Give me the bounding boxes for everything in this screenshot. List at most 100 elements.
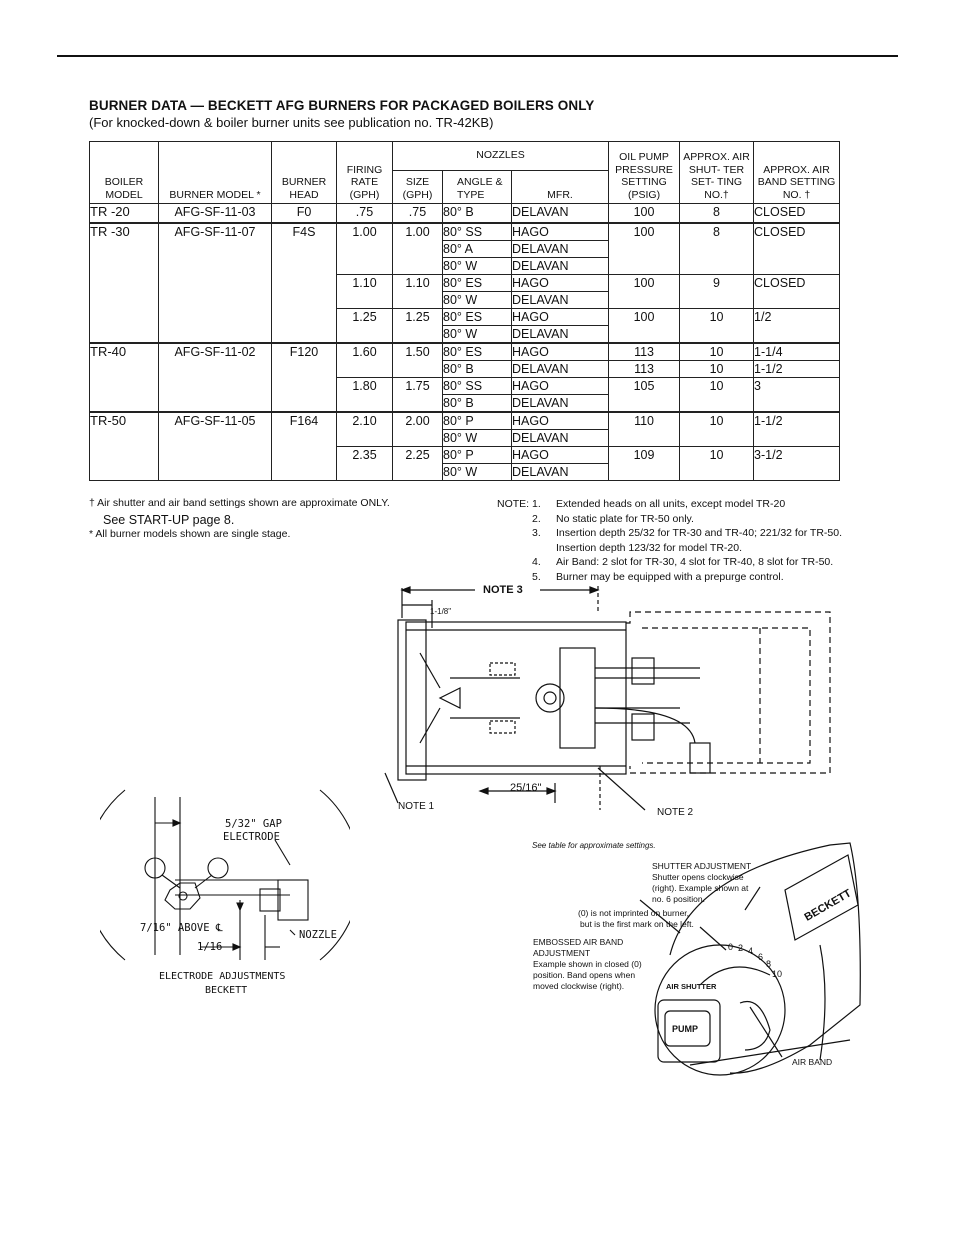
burner-data-table: BOILER MODEL BURNER MODEL * BURNER HEAD …: [89, 141, 841, 481]
zero-note-line-1: (0) is not imprinted on burner,: [578, 908, 689, 918]
nozzle-angle: 80° W: [442, 463, 512, 481]
see-table-note: See table for approximate settings.: [532, 841, 656, 850]
nozzle-mfr: HAGO: [510, 342, 610, 361]
air-shutter-setting: 8: [679, 203, 755, 224]
header-row-2: SIZE (GPH) ANGLE & TYPE MFR.: [90, 170, 840, 204]
scale-2: 2: [738, 943, 743, 953]
air-band-setting: CLOSED: [753, 203, 841, 224]
nozzle-angle: 80° P: [442, 446, 512, 464]
pump-pressure: 110: [608, 411, 681, 447]
note-number: 4.: [532, 556, 541, 568]
pump-pressure: 113: [608, 342, 681, 361]
air-band-setting: 1-1/2: [753, 360, 841, 378]
burner-head-diagram: NOTE 3 1-1/8" 25/16" NOTE 1 NOTE 2: [384, 584, 831, 818]
table-row: 80° B DELAVAN: [90, 394, 840, 413]
nozzle-mfr: HAGO: [510, 222, 610, 241]
zero-note-line-2: but is the first mark on the left.: [580, 919, 694, 929]
nozzle-mfr: HAGO: [510, 377, 610, 395]
gap-label: 5/32" GAP: [225, 818, 282, 830]
nozzle-mfr: DELAVAN: [510, 291, 610, 309]
nozzle-angle: 80° P: [442, 411, 512, 430]
notes-block: NOTE:1.Extended heads on all units, exce…: [497, 497, 842, 584]
top-rule: [57, 55, 898, 57]
nozzle-size: 1.25: [392, 308, 443, 344]
pump-pressure: 105: [608, 377, 681, 413]
nozzle-mfr: HAGO: [510, 446, 610, 464]
notes-label: NOTE:: [497, 498, 530, 510]
firing-rate: .75: [336, 203, 393, 224]
firing-rate: 2.10: [336, 411, 393, 447]
air-shutter-setting: 8: [679, 222, 755, 275]
air-shutter-setting: 10: [679, 377, 755, 413]
embossed-line-1: EMBOSSED AIR BAND: [533, 937, 623, 947]
table-row: 2.35 2.25 80° P HAGO 109 10 3-1/2: [90, 446, 841, 481]
table-row: 1.80 1.75 80° SS HAGO 105 10 3: [90, 377, 841, 413]
electrode-adjustment-diagram: 5/32" GAP ELECTRODE 7/16" ABOVE ℄ NOZZLE…: [100, 789, 350, 996]
firing-rate: 1.80: [336, 377, 393, 413]
table-row: 80° B DELAVAN 113 10 1-1/2: [90, 360, 841, 378]
nozzle-size: 1.50: [392, 342, 443, 378]
burner-model: AFG-SF-11-05: [158, 411, 272, 481]
note-3b: Insertion depth 123/32 for model TR-20.: [556, 541, 743, 554]
table-row: 80° W DELAVAN: [90, 429, 840, 447]
nozzle-mfr: DELAVAN: [510, 240, 610, 258]
page-subtitle: (For knocked-down & boiler burner units …: [89, 115, 494, 130]
nozzle-angle: 80° ES: [442, 342, 512, 361]
air-shutter-setting: 9: [679, 274, 755, 309]
nozzle-mfr: HAGO: [510, 411, 610, 430]
footnote-star: * All burner models shown are single sta…: [89, 528, 291, 540]
air-shutter-setting: 10: [679, 342, 755, 361]
pump-pressure: 100: [608, 308, 681, 344]
footnote-startup: See START-UP page 8.: [103, 513, 235, 527]
firing-rate: 1.10: [336, 274, 393, 309]
nozzle-label: NOZZLE: [299, 929, 337, 941]
pump-pressure: 100: [608, 203, 681, 224]
pump-pressure: 109: [608, 446, 681, 481]
boiler-model: TR -30: [89, 222, 159, 344]
burner-head: F0: [271, 203, 337, 224]
col-burner-head: BURNER HEAD: [271, 141, 337, 204]
col-boiler-model: BOILER MODEL: [89, 141, 159, 204]
scale-10: 10: [772, 969, 782, 979]
nozzle-angle: 80° A: [442, 240, 512, 258]
nozzle-mfr: DELAVAN: [510, 257, 610, 275]
table-row: 1.25 1.25 80° ES HAGO 100 10 1/2: [90, 308, 841, 344]
nozzle-angle: 80° B: [442, 360, 512, 378]
note-5: Burner may be equipped with a prepurge c…: [556, 570, 784, 583]
col-nozzles: NOZZLES: [391, 141, 610, 171]
firing-rate: 1.25: [336, 308, 393, 344]
table-row: 80° W DELAVAN: [90, 257, 840, 275]
nozzle-mfr: DELAVAN: [510, 325, 610, 344]
nozzle-mfr: DELAVAN: [510, 463, 610, 481]
firing-rate: 2.35: [336, 446, 393, 481]
nozzle-mfr: HAGO: [510, 308, 610, 326]
nozzle-size: 2.00: [392, 411, 443, 447]
nozzle-size: 2.25: [392, 446, 443, 481]
nozzle-mfr: DELAVAN: [510, 394, 610, 413]
shutter-line-2: (right). Example shown at: [652, 883, 749, 893]
beckett-logo: BECKETT: [803, 887, 854, 924]
table-row: TR-50 AFG-SF-11-05 F164 2.10 2.00 80° P …: [89, 411, 841, 481]
col-mfr: MFR.: [510, 170, 610, 204]
col-burner-model: BURNER MODEL *: [158, 141, 272, 204]
scale-4: 4: [748, 946, 753, 956]
air-band-setting: CLOSED: [753, 222, 841, 275]
note-2-label: NOTE 2: [657, 807, 694, 818]
nozzle-angle: 80° W: [442, 325, 512, 344]
table-row: 80° W DELAVAN: [90, 463, 840, 481]
nozzle-mfr: DELAVAN: [510, 429, 610, 447]
footnote-dagger: † Air shutter and air band settings show…: [89, 497, 390, 509]
scale-0: 0: [728, 942, 733, 952]
sixteenth-label: 1/16: [197, 941, 222, 953]
embossed-line-4: position. Band opens when: [533, 970, 635, 980]
above-centerline-label: 7/16" ABOVE ℄: [140, 922, 223, 934]
nozzle-angle: 80° B: [442, 203, 512, 224]
nozzle-angle: 80° W: [442, 429, 512, 447]
col-air-shutter: APPROX. AIR SHUT- TER SET- TING NO.†: [679, 141, 755, 204]
nozzle-angle: 80° ES: [442, 308, 512, 326]
nozzle-angle: 80° W: [442, 257, 512, 275]
nozzle-angle: 80° B: [442, 394, 512, 413]
nozzle-angle: 80° ES: [442, 274, 512, 292]
note-number: 5.: [532, 570, 541, 583]
boiler-model: TR -20: [89, 203, 159, 224]
